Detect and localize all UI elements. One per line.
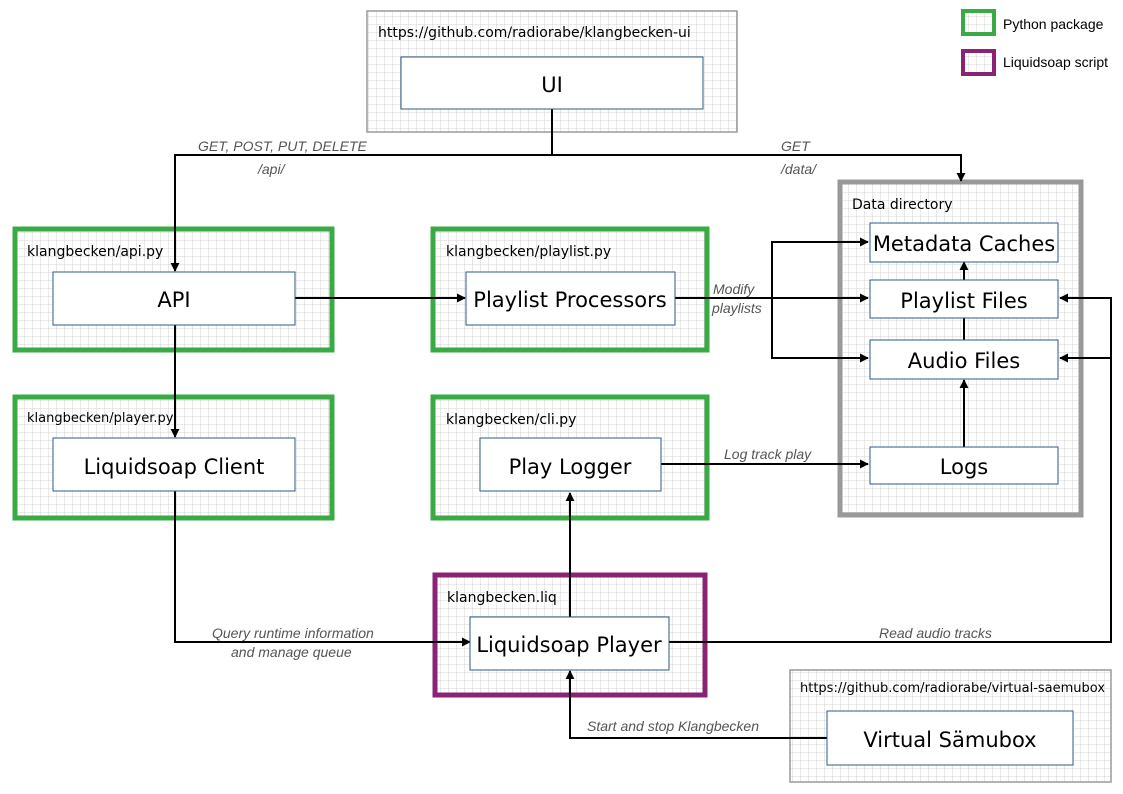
node-play-logger: Play Logger — [479, 437, 662, 492]
node-logs: Logs — [869, 446, 1059, 485]
label-modify: Modify — [713, 281, 755, 297]
label-data-method: GET — [781, 138, 811, 154]
node-playlist-files-label: Playlist Files — [900, 289, 1027, 313]
edge-bracket-to-audio — [771, 298, 869, 363]
edge-ui-to-data — [552, 154, 966, 182]
node-playlist-processors-label: Playlist Processors — [473, 288, 666, 312]
edge-labels: GET, POST, PUT, DELETE /api/ GET /data/ … — [198, 138, 992, 734]
node-liquidsoap-player-label: Liquidsoap Player — [476, 633, 662, 657]
python-package-swatch — [961, 9, 996, 36]
edge-player-to-files — [669, 293, 1112, 643]
label-log-track-play: Log track play — [724, 446, 812, 462]
node-api: API — [52, 271, 296, 326]
edge-bracket-to-metadata — [771, 237, 869, 298]
node-logs-label: Logs — [940, 455, 988, 479]
node-liquidsoap-player: Liquidsoap Player — [469, 616, 670, 671]
node-ui: UI — [400, 56, 704, 110]
api-package-title: klangbecken/api.py — [27, 244, 163, 260]
node-metadata-caches-label: Metadata Caches — [873, 232, 1055, 256]
node-api-label: API — [157, 288, 190, 312]
edge-client-to-player — [174, 491, 471, 647]
liquidsoap-script-swatch — [961, 49, 996, 76]
legend-liquidsoap-label: Liquidsoap script — [1003, 54, 1108, 70]
node-ui-label: UI — [541, 73, 563, 97]
saemubox-repo-title: https://github.com/radiorabe/virtual-sae… — [800, 681, 1105, 696]
node-playlist-processors: Playlist Processors — [465, 271, 676, 326]
label-api-methods: GET, POST, PUT, DELETE — [198, 138, 368, 154]
node-liquidsoap-client: Liquidsoap Client — [52, 437, 296, 492]
playlist-package-title: klangbecken/playlist.py — [446, 244, 611, 260]
node-virtual-saemubox-label: Virtual Sämubox — [863, 728, 1036, 752]
label-data-path: /data/ — [780, 161, 818, 177]
legend: Python package Liquidsoap script — [961, 9, 1108, 76]
player-package-title: klangbecken/player.py — [27, 411, 174, 426]
label-query-runtime: Query runtime information — [212, 625, 374, 641]
edge-ui-to-api — [170, 109, 553, 272]
cli-package-title: klangbecken/cli.py — [446, 412, 576, 428]
node-audio-files-label: Audio Files — [908, 349, 1020, 373]
label-manage-queue: and manage queue — [231, 644, 352, 660]
label-start-stop: Start and stop Klangbecken — [587, 718, 759, 734]
edge-saemubox-to-player — [565, 670, 827, 739]
ui-repo-title: https://github.com/radiorabe/klangbecken… — [378, 25, 691, 41]
node-liquidsoap-client-label: Liquidsoap Client — [84, 455, 265, 479]
node-audio-files: Audio Files — [869, 339, 1059, 380]
edges — [170, 109, 1112, 739]
data-directory-title: Data directory — [852, 197, 953, 213]
node-metadata-caches: Metadata Caches — [869, 222, 1059, 263]
label-playlists: playlists — [711, 300, 762, 316]
legend-python-label: Python package — [1003, 16, 1104, 32]
node-play-logger-label: Play Logger — [509, 455, 632, 479]
liquidsoap-script-title: klangbecken.liq — [447, 590, 557, 606]
label-api-path: /api/ — [257, 161, 287, 177]
label-read-audio-tracks: Read audio tracks — [879, 625, 992, 641]
node-virtual-saemubox: Virtual Sämubox — [826, 710, 1074, 766]
node-playlist-files: Playlist Files — [869, 279, 1059, 319]
